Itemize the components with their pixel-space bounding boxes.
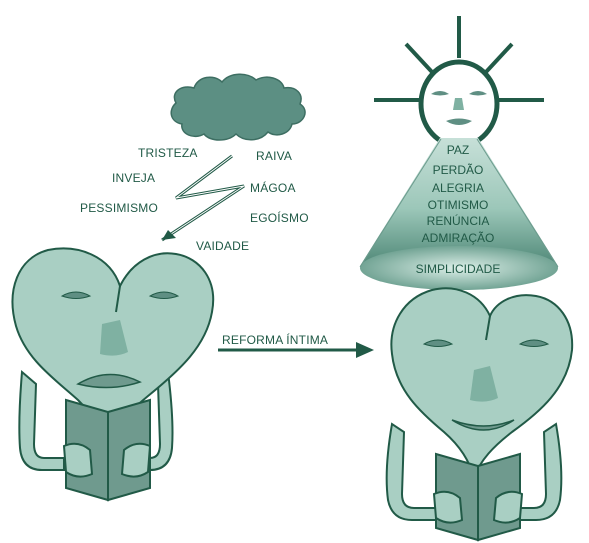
storm-cloud-icon [171,74,305,140]
virtue-base-simplicidade: SIMPLICIDADE [394,263,522,275]
virtue-4: RENÚNCIA [394,215,522,227]
virtue-3: OTIMISMO [394,199,522,211]
happy-heart-character [387,288,573,540]
emotion-egoismo: EGOÍSMO [250,212,309,224]
emotion-pessimismo: PESSIMISMO [80,202,158,214]
virtue-5: ADMIRAÇÃO [394,232,522,244]
lightning-bolt-icon [162,156,244,240]
emotion-raiva: RAIVA [256,150,292,162]
virtue-2: ALEGRIA [394,182,522,194]
sad-heart-character [13,249,214,501]
emotion-magoa: MÁGOA [250,182,296,194]
sun-face-icon [374,16,544,146]
emotion-tristeza: TRISTEZA [138,147,198,159]
virtue-0: PAZ [394,144,522,156]
virtue-1: PERDÃO [394,164,522,176]
emotion-inveja: INVEJA [112,172,155,184]
transition-label: REFORMA ÍNTIMA [222,334,328,346]
emotion-vaidade: VAIDADE [196,240,249,252]
